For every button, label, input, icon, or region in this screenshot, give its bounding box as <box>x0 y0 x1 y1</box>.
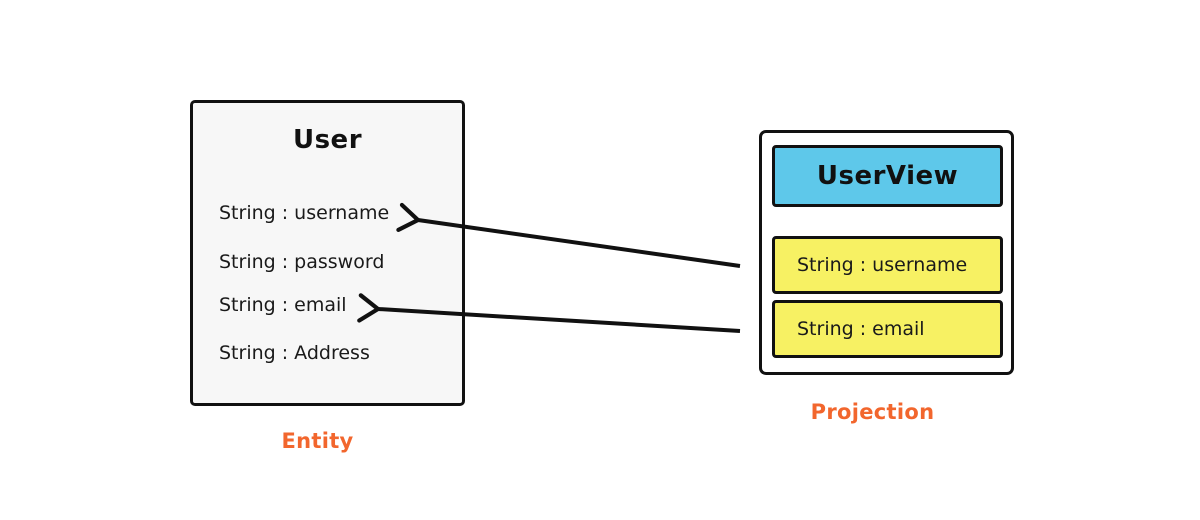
entity-field-address: String : Address <box>219 342 370 364</box>
entity-caption: Entity <box>281 429 354 453</box>
projection-box-userview: UserView String : username String : emai… <box>759 130 1014 375</box>
arrow-username <box>396 202 741 268</box>
projection-caption: Projection <box>810 400 935 424</box>
entity-field-username: String : username <box>219 202 390 224</box>
projection-title: UserView <box>772 145 1003 207</box>
entity-field-password: String : password <box>219 251 385 273</box>
entity-title: User <box>292 125 363 155</box>
entity-box-user: User String : username String : password… <box>190 100 465 406</box>
projection-field-username: String : username <box>772 236 1003 294</box>
projection-field-email: String : email <box>772 300 1003 358</box>
entity-field-email: String : email <box>219 294 347 316</box>
